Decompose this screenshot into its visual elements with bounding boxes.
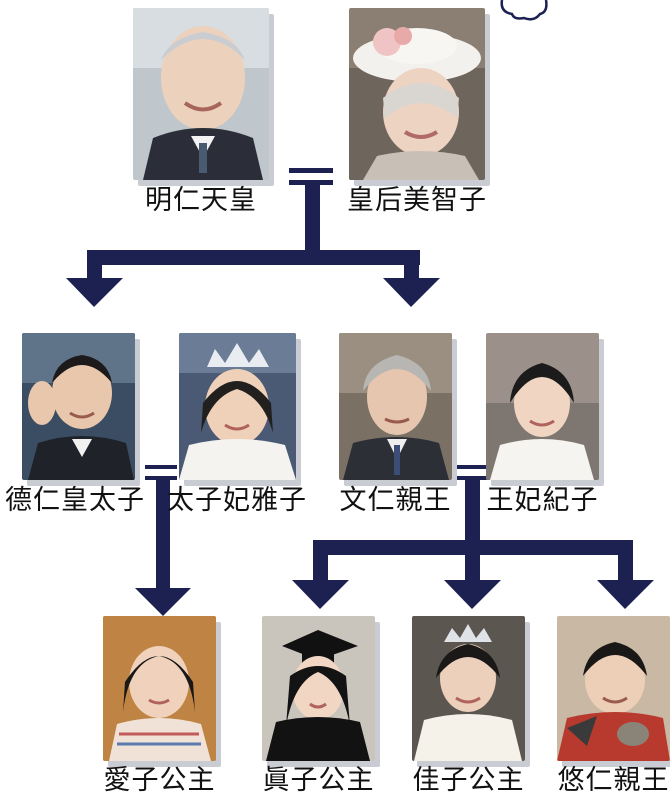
speech-bubble-fragment — [500, 0, 548, 21]
drop-line-kako — [465, 540, 480, 582]
marriage-symbol-top — [289, 168, 333, 173]
photo-princess-aiko — [103, 616, 216, 761]
trunk-line-left — [156, 480, 170, 590]
drop-line-mako — [313, 540, 328, 582]
arrow-right — [383, 278, 440, 307]
drop-line-hisahito — [618, 540, 633, 582]
name-princess-aiko: 愛子公主 — [103, 765, 216, 796]
arrow-left — [66, 278, 123, 307]
drop-line-left — [87, 250, 102, 280]
trunk-line-right — [465, 480, 480, 542]
trunk-line-1 — [305, 185, 320, 257]
photo-crown-prince-naruhito — [22, 333, 135, 480]
arrow-kako — [444, 580, 501, 609]
arrow-mako — [292, 580, 349, 609]
arrow-hisahito — [597, 580, 654, 609]
photo-prince-fumihito — [339, 333, 452, 480]
marriage-symbol-left-2 — [145, 476, 177, 480]
marriage-symbol-right — [457, 465, 489, 469]
photo-empress-michiko — [349, 8, 485, 180]
photo-princess-kiko — [486, 333, 599, 480]
photo-princess-mako — [262, 616, 375, 761]
name-empress-michiko: 皇后美智子 — [347, 185, 487, 216]
marriage-symbol-top-2 — [289, 180, 333, 185]
arrow-aiko — [135, 588, 191, 616]
name-princess-kako: 佳子公主 — [412, 765, 525, 796]
photo-crown-princess-masako — [179, 333, 296, 480]
marriage-symbol-right-2 — [457, 476, 489, 480]
name-princess-mako: 眞子公主 — [262, 765, 375, 796]
photo-princess-kako — [412, 616, 525, 761]
name-prince-hisahito: 悠仁親王 — [557, 765, 670, 796]
drop-line-right — [404, 250, 419, 280]
branch-bar-1 — [87, 250, 420, 265]
name-emperor-akihito: 明仁天皇 — [145, 185, 257, 216]
name-princess-kiko: 王妃紀子 — [486, 485, 599, 516]
name-prince-fumihito: 文仁親王 — [339, 485, 452, 516]
photo-emperor-akihito — [133, 8, 269, 180]
name-crown-prince-naruhito: 德仁皇太子 — [5, 485, 145, 516]
marriage-symbol-left — [145, 465, 177, 469]
name-crown-princess-masako: 太子妃雅子 — [167, 485, 307, 516]
photo-prince-hisahito — [557, 616, 670, 761]
